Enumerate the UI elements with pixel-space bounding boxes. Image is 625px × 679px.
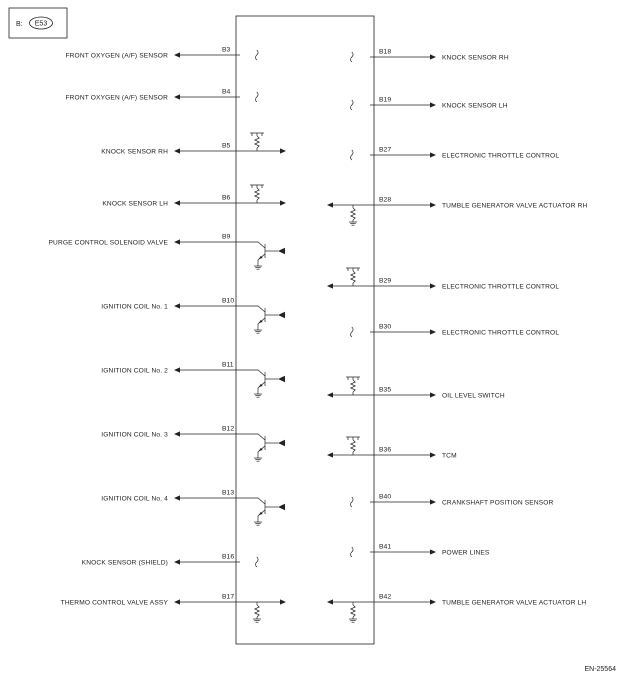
right-pin-b18: KNOCK SENSOR RH B18 (350, 49, 509, 63)
pin-label: THERMO CONTROL VALVE ASSY (61, 599, 169, 606)
left-pin-b13: IGNITION COIL No. 4 B13 (101, 490, 285, 526)
right-pin-b40: CRANKSHAFT POSITION SENSOR B40 (350, 494, 554, 508)
pin-label: IGNITION COIL No. 1 (101, 303, 168, 310)
pin-label: IGNITION COIL No. 3 (101, 431, 168, 438)
pin-label: FRONT OXYGEN (A/F) SENSOR (65, 52, 168, 59)
ecm-unit-box (235, 15, 375, 645)
left-pin-b10: IGNITION COIL No. 1 B10 (101, 298, 285, 334)
pin-label: KNOCK SENSOR LH (442, 102, 508, 109)
pin-label: CRANKSHAFT POSITION SENSOR (442, 499, 554, 506)
pin-number: B35 (379, 387, 391, 394)
left-pin-b3: FRONT OXYGEN (A/F) SENSOR B3 (65, 47, 259, 61)
pin-number: B17 (222, 594, 234, 601)
left-pin-b17: THERMO CONTROL VALVE ASSY B17 (61, 594, 286, 623)
pin-label: KNOCK SENSOR (SHIELD) (82, 559, 168, 566)
pin-label: ELECTRONIC THROTTLE CONTROL (442, 283, 559, 290)
left-pin-b5: KNOCK SENSOR RH B5 (101, 132, 286, 155)
right-pin-b19: KNOCK SENSOR LH B19 (350, 97, 508, 111)
left-pin-b12: IGNITION COIL No. 3 B12 (101, 426, 285, 462)
header-prefix: B: (16, 21, 23, 28)
pin-label: TCM (442, 452, 457, 459)
pin-label: TUMBLE GENERATOR VALVE ACTUATOR LH (442, 599, 586, 606)
pin-number: B4 (222, 89, 231, 96)
pin-number: B13 (222, 490, 234, 497)
right-pin-b35: OIL LEVEL SWITCH B35 (327, 376, 505, 399)
pin-number: B11 (222, 362, 234, 369)
pin-number: B10 (222, 298, 234, 305)
pin-number: B36 (379, 447, 391, 454)
right-pin-b27: ELECTRONIC THROTTLE CONTROL B27 (350, 147, 559, 161)
pin-number: B3 (222, 47, 231, 54)
pin-number: B27 (379, 147, 391, 154)
pin-number: B5 (222, 143, 231, 150)
right-pin-b36: TCM B36 (327, 436, 457, 459)
connector-badge (29, 16, 53, 30)
pin-number: B12 (222, 426, 234, 433)
header-frame (8, 7, 68, 39)
pin-label: KNOCK SENSOR LH (102, 200, 168, 207)
right-pin-b29: ELECTRONIC THROTTLE CONTROL B29 (327, 267, 559, 290)
pin-number: B40 (379, 494, 391, 501)
pin-label: IGNITION COIL No. 4 (101, 495, 168, 502)
left-pin-b9: PURGE CONTROL SOLENOID VALVE B9 (49, 234, 285, 270)
pin-number: B9 (222, 234, 231, 241)
pin-number: B29 (379, 278, 391, 285)
pin-number: B41 (379, 544, 391, 551)
connector-header: B: E53 (8, 7, 68, 39)
pin-label: KNOCK SENSOR RH (442, 54, 509, 61)
pin-label: ELECTRONIC THROTTLE CONTROL (442, 329, 559, 336)
pin-label: PURGE CONTROL SOLENOID VALVE (49, 239, 169, 246)
pin-label: IGNITION COIL No. 2 (101, 367, 168, 374)
pin-number: B16 (222, 554, 234, 561)
pin-number: B42 (379, 594, 391, 601)
pin-number: B19 (379, 97, 391, 104)
left-pin-b6: KNOCK SENSOR LH B6 (102, 184, 286, 207)
pin-label: FRONT OXYGEN (A/F) SENSOR (65, 94, 168, 101)
right-pin-b42: TUMBLE GENERATOR VALVE ACTUATOR LH B42 (327, 594, 586, 623)
pin-number: B30 (379, 324, 391, 331)
pin-label: ELECTRONIC THROTTLE CONTROL (442, 152, 559, 159)
figure-code: EN-25564 (584, 666, 616, 673)
pin-number: B18 (379, 49, 391, 56)
pin-number: B28 (379, 197, 391, 204)
left-pin-b11: IGNITION COIL No. 2 B11 (101, 362, 285, 398)
right-pin-b41: POWER LINES B41 (350, 544, 490, 558)
left-pin-b4: FRONT OXYGEN (A/F) SENSOR B4 (65, 89, 259, 103)
pin-label: KNOCK SENSOR RH (101, 148, 168, 155)
pin-label: TUMBLE GENERATOR VALVE ACTUATOR RH (442, 202, 588, 209)
pin-label: OIL LEVEL SWITCH (442, 392, 505, 399)
right-pin-b30: ELECTRONIC THROTTLE CONTROL B30 (350, 324, 559, 338)
connector-id: E53 (35, 21, 48, 28)
pin-number: B6 (222, 195, 231, 202)
right-pin-b28: TUMBLE GENERATOR VALVE ACTUATOR RH B28 (327, 197, 588, 226)
left-pin-b16: KNOCK SENSOR (SHIELD) B16 (82, 554, 259, 568)
pin-label: POWER LINES (442, 549, 490, 556)
